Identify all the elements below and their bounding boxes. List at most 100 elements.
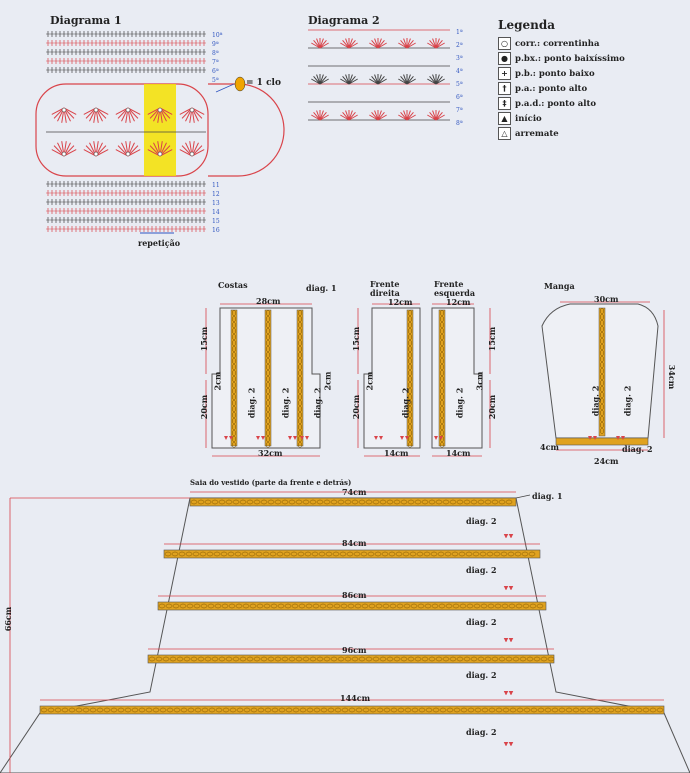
tier-link — [463, 656, 471, 662]
tier-link — [284, 603, 292, 609]
double-crochet-icon: † — [498, 82, 511, 95]
tier-link — [579, 707, 587, 713]
strip-link — [231, 364, 237, 370]
tier-link — [466, 603, 474, 609]
start-icon: ▲ — [498, 112, 511, 125]
tier-link — [299, 707, 307, 713]
tier-link — [96, 707, 104, 713]
strip-link — [439, 442, 445, 448]
strip-link — [231, 430, 237, 436]
tier-link — [403, 603, 411, 609]
legend-item: ▲início — [498, 111, 625, 126]
costas-title: Costas — [218, 280, 248, 290]
tier-link — [61, 707, 69, 713]
d2-fan-stitch — [432, 74, 437, 85]
strip-link — [599, 362, 605, 368]
diag2-arrow — [293, 436, 297, 440]
tier-link — [255, 551, 263, 557]
tier-link — [407, 656, 415, 662]
diag2-arrow — [439, 436, 443, 440]
diag2-arrow — [379, 436, 383, 440]
strip-link — [439, 382, 445, 388]
d2-fan-stitch — [406, 74, 411, 85]
tier-link — [442, 499, 450, 505]
costas-diag2-label: diag. 2 — [246, 387, 257, 419]
strip-link — [297, 310, 303, 316]
tier-link — [346, 551, 354, 557]
strip-link — [231, 382, 237, 388]
strip-link — [297, 412, 303, 418]
tier-link — [304, 551, 312, 557]
strip-link — [231, 358, 237, 364]
tier-link — [257, 707, 265, 713]
tier-link — [388, 551, 396, 557]
tier-link — [451, 551, 459, 557]
manga-diag2-vertical: diag. 2 — [622, 385, 633, 417]
tier-link — [368, 603, 376, 609]
tier-link — [103, 707, 111, 713]
tier-link — [521, 551, 529, 557]
tier-link — [544, 707, 552, 713]
d2-fan-stitch — [348, 74, 353, 85]
tier-link — [374, 551, 382, 557]
frente-esquerda-bottom: 14cm — [446, 448, 471, 458]
strip-link — [407, 430, 413, 436]
tier-link — [519, 656, 527, 662]
d2-fan-stitch — [348, 110, 353, 121]
tier-link — [243, 707, 251, 713]
skirt-tier — [39, 699, 665, 747]
strip-link — [297, 340, 303, 346]
tier-link — [386, 499, 394, 505]
tier-link — [484, 656, 492, 662]
strip-link — [297, 358, 303, 364]
strip-link — [297, 442, 303, 448]
tier-link — [248, 551, 256, 557]
manga-diag2: diag. 2 — [622, 444, 653, 454]
tier-link — [270, 603, 278, 609]
tier-link — [428, 656, 436, 662]
tier-link — [206, 551, 214, 557]
d2-row-number: 3ª — [456, 55, 463, 62]
tier-link — [498, 499, 506, 505]
manga-diag2-vertical: diag. 2 — [590, 385, 601, 417]
tier-link — [75, 707, 83, 713]
d2-fan-stitch — [377, 76, 385, 85]
tier-link — [514, 551, 522, 557]
d2-fan-stitch — [429, 40, 437, 49]
d2-fan-stitch — [311, 42, 321, 49]
strip-link — [231, 388, 237, 394]
tier-link — [200, 603, 208, 609]
tier-link — [221, 603, 229, 609]
tier-link — [262, 551, 270, 557]
skirt-title: Saia do vestido (parte da frente e detrá… — [190, 478, 352, 487]
tier-link — [326, 603, 334, 609]
tier-link — [381, 551, 389, 557]
tier-link — [201, 707, 209, 713]
d2-fan-stitch — [313, 112, 321, 121]
tier-link — [169, 656, 177, 662]
d2-fan-stitch — [398, 78, 408, 85]
tier-link — [340, 603, 348, 609]
legend-label: corr.: correntinha — [515, 38, 600, 49]
strip-fill — [406, 309, 414, 447]
tier-link — [400, 499, 408, 505]
d2-fan-stitch — [435, 38, 440, 49]
d2-fan-stitch — [319, 38, 324, 49]
fan-motif — [179, 141, 205, 157]
tier-link — [197, 656, 205, 662]
tier-link — [495, 707, 503, 713]
d2-fan-stitch — [345, 38, 350, 49]
strip-link — [599, 308, 605, 314]
tier-link — [124, 707, 132, 713]
crochet-strip — [264, 309, 272, 448]
tier-link — [180, 707, 188, 713]
row-number: 7ª — [212, 59, 219, 66]
tier-link — [516, 707, 524, 713]
tier-link — [551, 707, 559, 713]
d2-fan-stitch — [348, 112, 356, 121]
tier-link — [220, 551, 228, 557]
tier-link — [486, 551, 494, 557]
costas-top-measure: 28cm — [256, 296, 281, 306]
tier-link — [178, 551, 186, 557]
tier-link — [628, 707, 636, 713]
